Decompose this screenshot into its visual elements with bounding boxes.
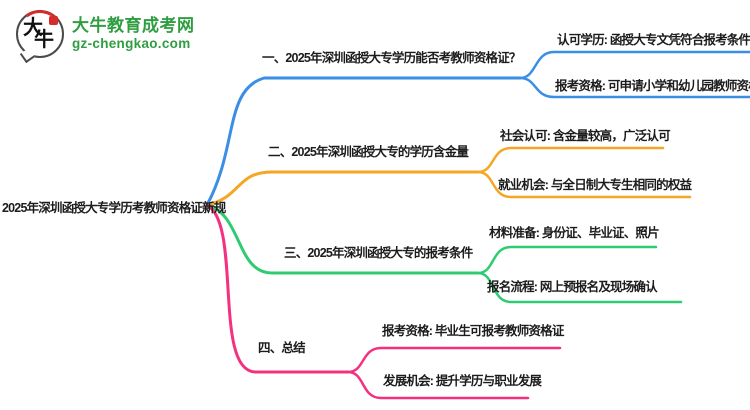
- branch4-child1-label: 报考资格: 毕业生可报考教师资格证: [382, 324, 564, 338]
- logo-stamp-icon: [49, 16, 58, 25]
- branch1-curve: [205, 76, 522, 207]
- branch3-child1-curve: [476, 245, 658, 275]
- branch2-child2-curve: [476, 170, 692, 199]
- logo-text: 大牛教育成考网 gz-chengkao.com: [72, 16, 195, 51]
- branch1-label: 一、2025年深圳函授大专学历能否考教师资格证？: [262, 51, 521, 65]
- branch3-child2-label: 报名流程: 网上预报名及现场确认: [487, 280, 658, 294]
- branch2-child2-label: 就业机会: 与全日制大专生相同的权益: [498, 178, 692, 192]
- branch2-child1-curve: [476, 146, 665, 174]
- branch3-child2-curve: [476, 271, 683, 304]
- branch1-child2-label: 报考资格: 可申请小学和幼儿园教师资格证: [555, 79, 750, 93]
- branch4-child1-curve: [346, 346, 562, 374]
- branch2-curve: [205, 170, 480, 207]
- branch1-child1-curve: [518, 50, 750, 80]
- logo-title: 大牛教育成考网: [72, 16, 195, 36]
- logo-domain: gz-chengkao.com: [72, 36, 191, 52]
- branch4-label: 四、总结: [258, 341, 306, 355]
- branch2-label: 二、2025年深圳函授大专的学历含金量: [268, 145, 469, 159]
- site-logo[interactable]: 大 牛 大牛教育成考网 gz-chengkao.com: [12, 6, 195, 64]
- logo-character-2: 牛: [34, 29, 54, 51]
- branch4-curve: [205, 203, 350, 374]
- branch1-child2-curve: [518, 76, 750, 99]
- branch1-child1-label: 认可学历: 函授大专文凭符合报考条件: [557, 33, 750, 47]
- branch3-child1-label: 材料准备: 身份证、毕业证、照片: [489, 226, 660, 240]
- branch4-child2-label: 发展机会: 提升学历与职业发展: [383, 374, 542, 388]
- branch4-child2-curve: [346, 370, 530, 400]
- branch3-label: 三、2025年深圳函授大专的报考条件: [284, 246, 473, 260]
- branch2-child1-label: 社会认可: 含金量较高，广泛认可: [500, 129, 671, 143]
- logo-character-1: 大: [23, 17, 43, 39]
- root-node-label: 2025年深圳函授大专学历考教师资格证新规: [2, 201, 226, 215]
- logo-seal-icon: 大 牛: [12, 6, 68, 64]
- branch3-curve: [205, 203, 480, 275]
